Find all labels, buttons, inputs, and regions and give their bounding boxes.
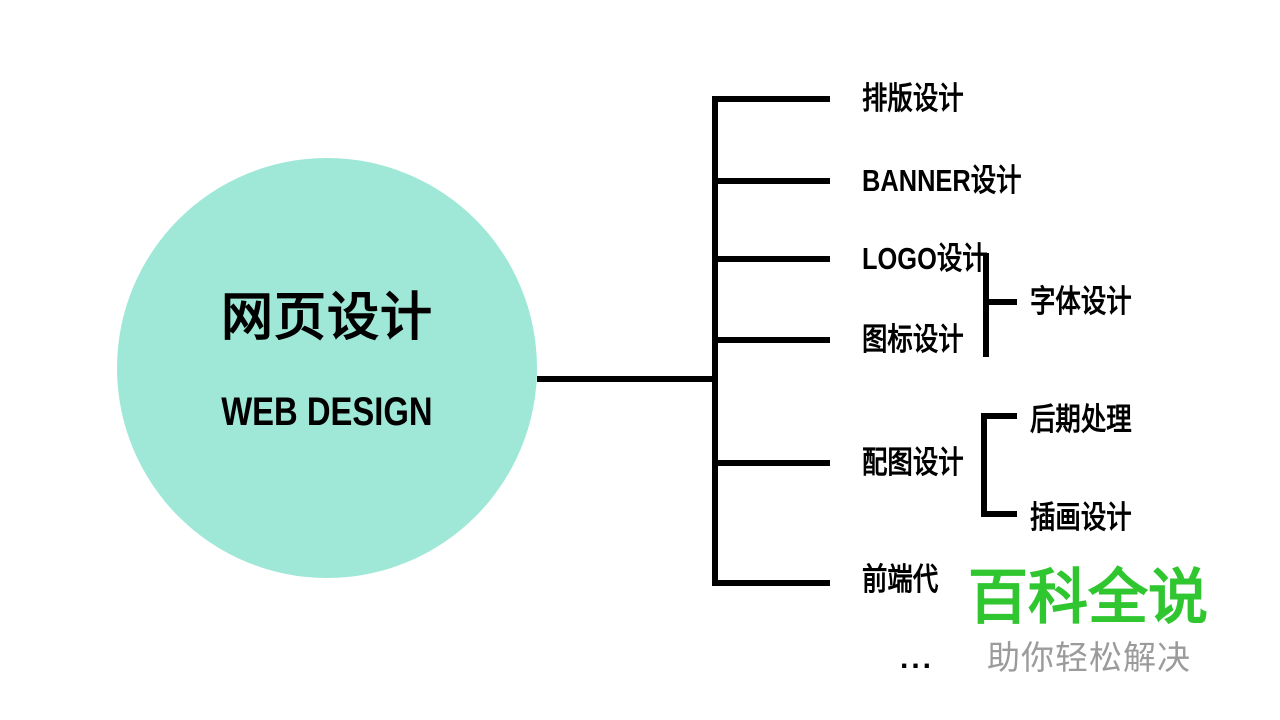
branch-line-5 [712,460,830,466]
root-node-circle: 网页设计 WEB DESIGN [117,158,537,578]
branch-line-6 [712,580,830,586]
font-design-group-line-vertical [983,253,989,357]
root-title-english: WEB DESIGN [117,392,537,432]
image-group-line-vertical [981,413,987,517]
branch-line-2 [712,178,830,184]
branch-label-typesetting-design: 排版设计 [862,81,964,116]
watermark-logo-text: 百科全说 [968,564,1208,631]
branch-line-3 [712,256,830,262]
image-group-line-bottom [981,511,1017,517]
branch-line-1 [712,96,830,102]
root-title-english-text: WEB DESIGN [221,390,433,434]
branch-label-banner-design: BANNER设计 [862,163,1022,198]
branch-label-image-design: 配图设计 [862,445,964,480]
branch-line-4 [712,337,830,343]
branch-label-frontend-code: 前端代 [862,562,939,597]
branch-label-logo-design: LOGO设计 [862,241,988,276]
ellipsis-more-indicator: ... [900,642,935,675]
sub-label-font-design: 字体设计 [1030,284,1132,319]
watermark-slogan-text: 助你轻松解决 [987,639,1191,676]
sub-label-post-processing: 后期处理 [1030,402,1132,437]
branch-label-icon-design: 图标设计 [862,322,964,357]
font-design-branch-line [983,299,1017,305]
image-group-line-top [981,413,1017,419]
root-connector-line [537,376,715,382]
root-title-chinese: 网页设计 [220,289,433,347]
sub-label-illustration-design: 插画设计 [1030,500,1132,535]
